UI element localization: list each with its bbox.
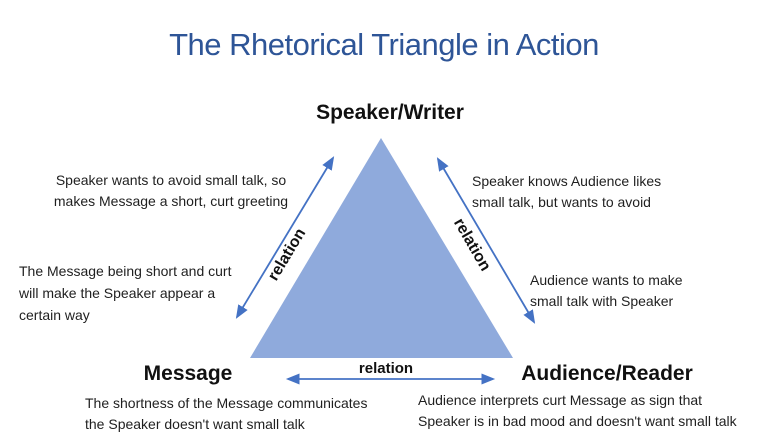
relation-arrow-left [235, 156, 335, 319]
annotation-audience-interprets: Audience interprets curt Message as sign… [418, 392, 737, 429]
annotation-message-shortness: The shortness of the Message communicate… [85, 395, 368, 432]
slide-title: The Rhetorical Triangle in Action [169, 27, 599, 62]
vertex-label-speaker-writer: Speaker/Writer [316, 101, 464, 124]
relation-arrow-right [436, 157, 536, 324]
vertex-label-audience-reader: Audience/Reader [521, 362, 693, 385]
relation-label-bottom: relation [359, 360, 413, 377]
annotation-speaker-knows-audience: Speaker knows Audience likes small talk,… [472, 173, 662, 210]
vertex-label-message: Message [143, 362, 233, 385]
annotation-speaker-avoids-small-talk: Speaker wants to avoid small talk, so ma… [53, 172, 289, 209]
annotation-audience-wants-small-talk: Audience wants to make small talk with S… [530, 272, 683, 309]
annotation-message-makes-speaker-appear: The Message being short and curt will ma… [19, 263, 232, 323]
